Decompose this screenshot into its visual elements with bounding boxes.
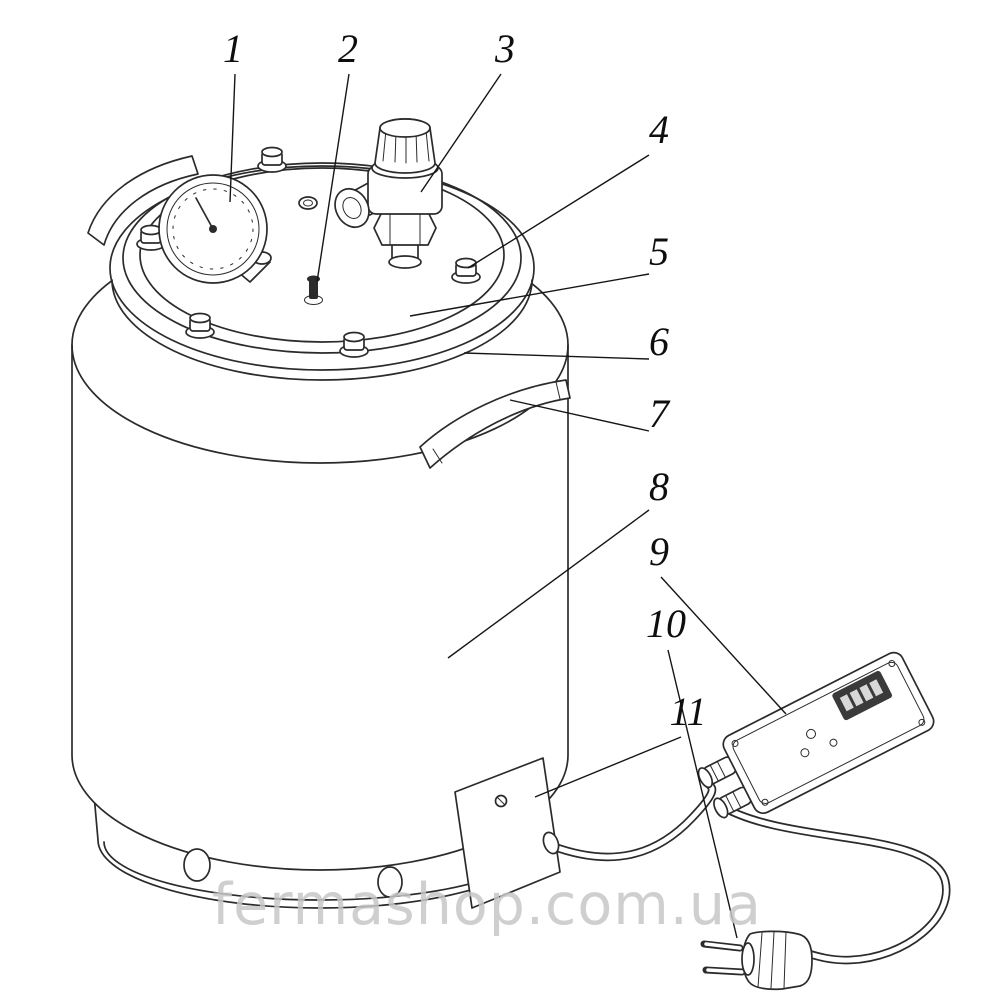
valve-outlet (334, 187, 370, 229)
callout-labels: 1 2 3 4 5 6 7 8 9 10 11 (223, 26, 707, 734)
junction-box-screw (494, 794, 508, 808)
lid-nut (185, 312, 215, 339)
watermark: fermashop.com.ua (212, 872, 762, 938)
callout-3: 3 (494, 26, 515, 71)
callout-2: 2 (338, 26, 358, 71)
callout-11: 11 (669, 689, 706, 734)
leader-3 (420, 73, 502, 193)
control-led (829, 738, 838, 747)
center-fitting (304, 275, 323, 305)
leader-4 (467, 154, 650, 269)
leader-9 (660, 576, 787, 715)
power-cord (718, 802, 951, 965)
leader-2 (316, 73, 350, 283)
lid-port (298, 196, 318, 210)
base-hole (183, 848, 211, 882)
control-button (806, 728, 817, 739)
power-plug (700, 930, 813, 991)
callout-6: 6 (649, 319, 669, 364)
callout-9: 9 (649, 529, 669, 574)
control-button (800, 748, 810, 758)
callout-1: 1 (223, 26, 243, 71)
leader-10 (667, 649, 738, 939)
callout-8: 8 (649, 464, 669, 509)
gauge-ticks (172, 188, 254, 270)
leader-6 (463, 352, 650, 360)
gauge-needle (195, 197, 214, 230)
lid-nut (257, 146, 287, 173)
leader-7 (509, 399, 650, 432)
pressure-gauge (158, 174, 272, 284)
lid-nut (339, 331, 369, 358)
base-hole (377, 866, 403, 898)
junction-box-gland (542, 831, 560, 855)
callout-4: 4 (649, 107, 669, 152)
leader-8 (447, 509, 650, 659)
callout-leaders (229, 73, 787, 939)
callout-10: 10 (646, 601, 686, 646)
leader-11 (534, 736, 682, 798)
right-handle (419, 379, 571, 469)
junction-box (454, 757, 561, 909)
callout-7: 7 (649, 391, 671, 436)
control-unit (697, 651, 935, 819)
callout-5: 5 (649, 229, 669, 274)
left-handle (87, 155, 199, 246)
safety-valve (334, 118, 443, 269)
interconnect-cable (547, 773, 717, 862)
leader-5 (409, 273, 650, 317)
leader-1 (229, 73, 236, 203)
lid-nut (451, 257, 481, 284)
